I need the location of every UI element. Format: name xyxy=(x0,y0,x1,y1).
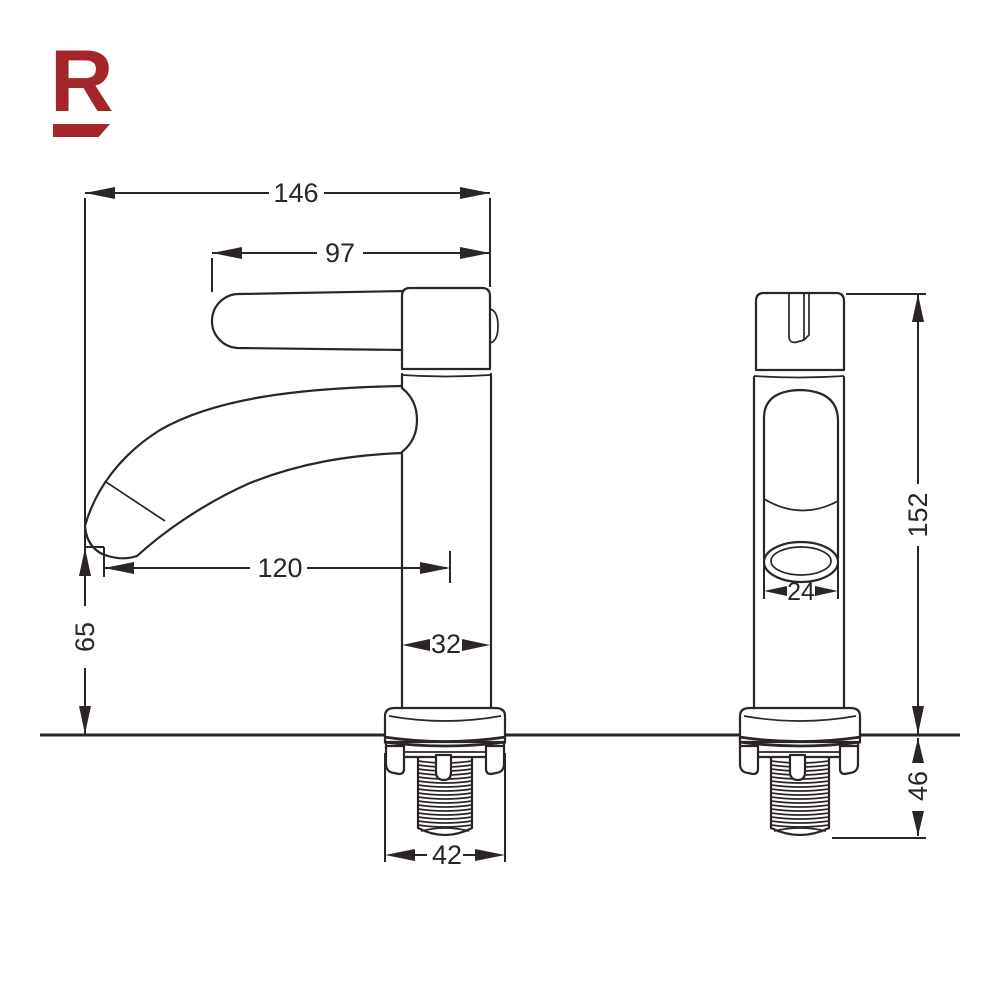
aerator-line xyxy=(105,481,166,522)
shank-inner-rim xyxy=(420,827,470,832)
outlet-inner-ring xyxy=(770,546,832,576)
dimension-label-120: 120 xyxy=(257,553,302,583)
dimension-label-152: 152 xyxy=(903,492,933,537)
dimension-base-diameter: 42 xyxy=(384,753,506,870)
locknut-left-prong xyxy=(384,744,406,776)
dimension-outlet-diameter: 24 xyxy=(763,563,839,606)
handle-slot xyxy=(788,294,805,344)
dimension-overall-length: 146 xyxy=(85,178,491,287)
spout-tip-outline xyxy=(83,524,139,560)
dimension-label-24: 24 xyxy=(787,578,815,606)
outlet-outer-ring xyxy=(762,540,840,584)
front-base-flange xyxy=(738,706,862,744)
handle-lever xyxy=(210,289,408,352)
flange-gasket-lower xyxy=(383,740,507,748)
dimension-label-146: 146 xyxy=(273,178,318,208)
cap-side-screw-bump xyxy=(489,308,499,344)
dimension-label-42: 42 xyxy=(432,840,462,870)
side-view xyxy=(83,286,507,837)
logo-letter: R xyxy=(50,31,114,130)
cap-body-seam xyxy=(401,374,491,378)
brand-logo: R xyxy=(50,31,114,137)
front-valve-cap xyxy=(754,291,846,372)
front-body-edges xyxy=(752,375,846,710)
front-spout-outline xyxy=(762,388,840,560)
front-view xyxy=(738,291,862,837)
front-shank-sides xyxy=(769,755,831,830)
front-locknut-center-tab xyxy=(788,753,807,782)
base-flange xyxy=(383,706,507,744)
valve-cap xyxy=(400,286,492,371)
spout-top-outline xyxy=(83,384,404,528)
dimension-label-32: 32 xyxy=(431,629,461,659)
locknut-center-tab xyxy=(434,753,453,782)
front-flange-gasket-lower xyxy=(738,740,862,748)
handle-slot-depth xyxy=(803,294,810,341)
dimension-handle-length: 97 xyxy=(211,238,490,292)
dimension-spout-reach: 120 xyxy=(85,546,451,583)
front-flange-gasket-upper xyxy=(738,735,862,743)
dimension-label-46: 46 xyxy=(903,771,933,801)
dimension-shank-length: 46 xyxy=(832,738,933,839)
flange-top-arc xyxy=(388,715,502,722)
spout-joint-bulge xyxy=(400,386,419,454)
logo-underline xyxy=(53,124,110,137)
dimension-body-diameter: 32 xyxy=(402,629,490,659)
spout-fill xyxy=(85,386,402,559)
front-locknut-right-prong xyxy=(838,744,860,776)
spout-bottom-outline xyxy=(135,451,404,558)
front-locknut-left-prong xyxy=(738,744,760,776)
front-body-fill xyxy=(754,373,844,708)
front-spout-bend-line xyxy=(763,498,839,512)
dimension-label-65: 65 xyxy=(70,622,100,652)
dimension-spout-height: 65 xyxy=(70,198,100,734)
front-flange-top-arc xyxy=(743,715,857,722)
front-shank-inner-rim xyxy=(773,827,827,832)
locknut-right-prong xyxy=(484,744,506,776)
dimension-overall-height: 152 xyxy=(846,293,933,734)
shank-sides xyxy=(416,755,474,830)
flange-gasket-upper xyxy=(383,735,507,743)
front-cap-seam xyxy=(753,375,845,379)
dimension-label-97: 97 xyxy=(325,238,355,268)
dimension-annotations: 146 97 120 65 xyxy=(70,178,933,870)
